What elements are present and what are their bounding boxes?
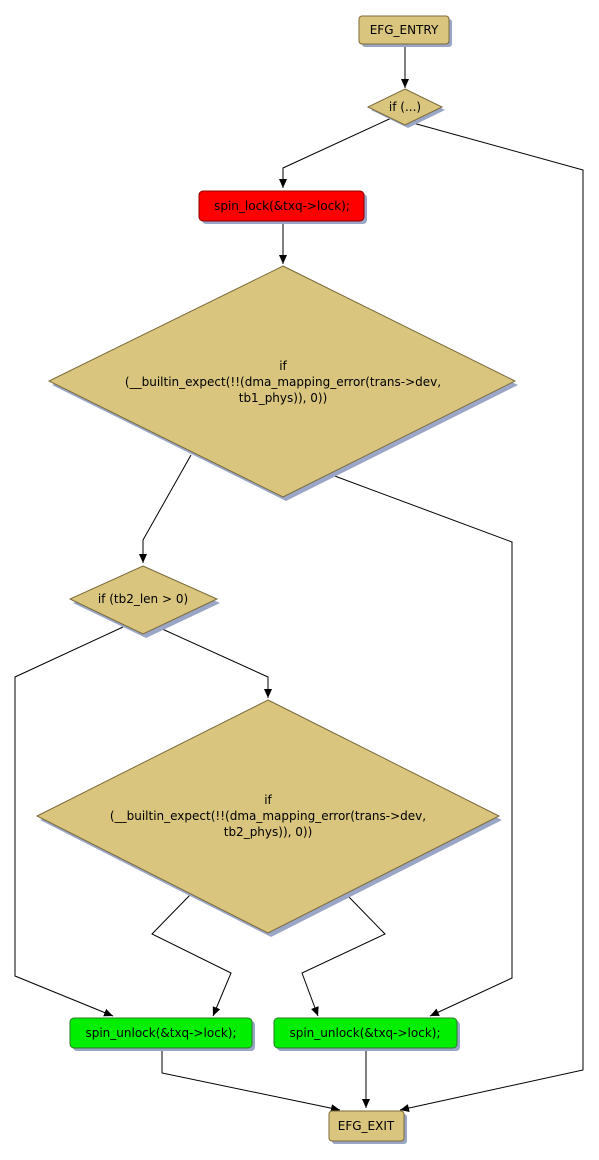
if-tb1-line-3: tb1_phys)), 0)) — [239, 391, 328, 405]
entry-label: EFG_ENTRY — [370, 23, 439, 37]
spin-lock-node: spin_lock(&txq->lock); — [198, 190, 367, 224]
if-generic-node: if (...) — [366, 88, 445, 128]
spin-unlock-left-node: spin_unlock(&txq->lock); — [69, 1017, 255, 1051]
edge-if-generic-to-spin-lock — [279, 114, 399, 188]
if-tb2-line-2: (__builtin_expect(!!(dma_mapping_error(t… — [110, 809, 426, 823]
edge-if-tb2-to-spin-unlock-right — [301, 894, 386, 1017]
if-tb2-line-3: tb2_phys)), 0)) — [224, 825, 313, 839]
exit-node: EFG_EXIT — [328, 1110, 407, 1144]
edge-if-tb2-to-spin-unlock-left — [151, 894, 232, 1017]
exit-label: EFG_EXIT — [338, 1119, 395, 1133]
if-tb1-line-1: if — [279, 359, 287, 373]
spin-unlock-right-label: spin_unlock(&txq->lock); — [289, 1026, 440, 1040]
edge-if-tb2-len-to-spin-unlock-left — [14, 626, 124, 1017]
spin-unlock-right-node: spin_unlock(&txq->lock); — [273, 1017, 460, 1051]
if-generic-label: if (...) — [389, 100, 421, 114]
edge-if-tb1-to-if-tb2-len — [139, 454, 192, 563]
if-tb2-len-node: if (tb2_len > 0) — [68, 565, 220, 638]
if-tb1-node: if (__builtin_expect(!!(dma_mapping_erro… — [47, 265, 518, 501]
edge-if-tb1-to-spin-unlock-right — [331, 474, 513, 1017]
edge-if-tb2-len-to-if-tb2 — [159, 627, 272, 698]
if-tb1-line-2: (__builtin_expect(!!(dma_mapping_error(t… — [125, 375, 441, 389]
if-tb2-len-label: if (tb2_len > 0) — [98, 592, 188, 606]
if-tb2-node: if (__builtin_expect(!!(dma_mapping_erro… — [35, 699, 502, 937]
entry-node: EFG_ENTRY — [358, 15, 452, 47]
edge-spin-unlock-left-to-exit — [161, 1048, 341, 1113]
if-tb2-line-1: if — [264, 793, 272, 807]
edge-if-generic-to-exit — [399, 122, 584, 1112]
spin-lock-label: spin_lock(&txq->lock); — [214, 199, 350, 213]
spin-unlock-left-label: spin_unlock(&txq->lock); — [85, 1026, 236, 1040]
